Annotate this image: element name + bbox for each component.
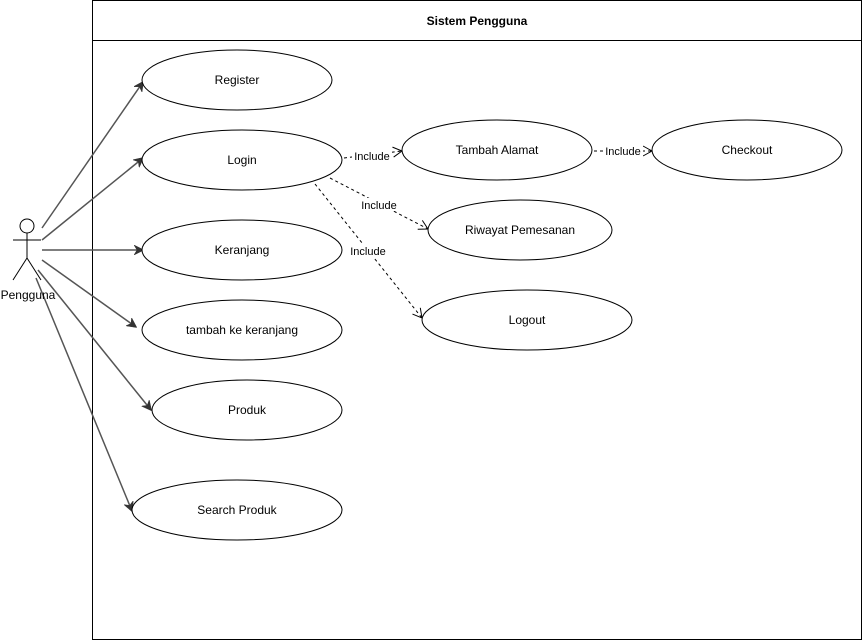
use-case-tambah-alamat[interactable]: Tambah Alamat (401, 119, 593, 181)
svg-text:Keranjang: Keranjang (215, 243, 270, 257)
svg-text:tambah ke keranjang: tambah ke keranjang (186, 323, 298, 337)
include-login-tambah-alamat (343, 146, 404, 159)
use-case-logout[interactable]: Logout (421, 289, 633, 351)
svg-text:Include: Include (605, 146, 640, 158)
use-case-checkout[interactable]: Checkout (651, 119, 843, 181)
svg-text:Include: Include (361, 200, 396, 212)
include-label-3: Include (359, 198, 399, 212)
use-case-login[interactable]: Login (141, 129, 343, 191)
svg-text:Tambah Alamat: Tambah Alamat (456, 143, 539, 157)
actor-pengguna[interactable] (12, 218, 42, 281)
association-produk (37, 269, 151, 410)
association-login (41, 158, 143, 241)
actor-left-leg (12, 257, 28, 281)
use-case-register[interactable]: Register (141, 49, 333, 111)
svg-text:Riwayat Pemesanan: Riwayat Pemesanan (465, 223, 575, 237)
svg-text:Search Produk: Search Produk (197, 503, 277, 517)
svg-text:Register: Register (215, 73, 260, 87)
actor-associations (35, 82, 151, 511)
use-case-produk[interactable]: Produk (151, 379, 343, 441)
association-tambah-keranjang (41, 259, 136, 327)
actor-right-leg (26, 257, 42, 281)
include-label-4: Include (348, 244, 388, 258)
svg-text:Logout: Logout (509, 313, 546, 327)
svg-text:Checkout: Checkout (722, 143, 773, 157)
use-case-tambah-ke-keranjang[interactable]: tambah ke keranjang (141, 299, 343, 361)
svg-text:Produk: Produk (228, 403, 267, 417)
system-title: Sistem Pengguna (427, 14, 528, 28)
use-case-keranjang[interactable]: Keranjang (141, 219, 343, 281)
svg-text:Include: Include (350, 246, 385, 258)
use-case-search-produk[interactable]: Search Produk (131, 479, 343, 541)
include-label-1: Include (352, 149, 392, 163)
actor-head-icon (19, 218, 35, 234)
actor-label: Pengguna (1, 288, 56, 302)
svg-text:Include: Include (354, 151, 389, 163)
association-search-produk (35, 277, 132, 511)
svg-text:Login: Login (227, 153, 256, 167)
association-register (41, 82, 143, 229)
use-case-riwayat-pemesanan[interactable]: Riwayat Pemesanan (427, 199, 613, 261)
include-label-2: Include (603, 145, 643, 158)
